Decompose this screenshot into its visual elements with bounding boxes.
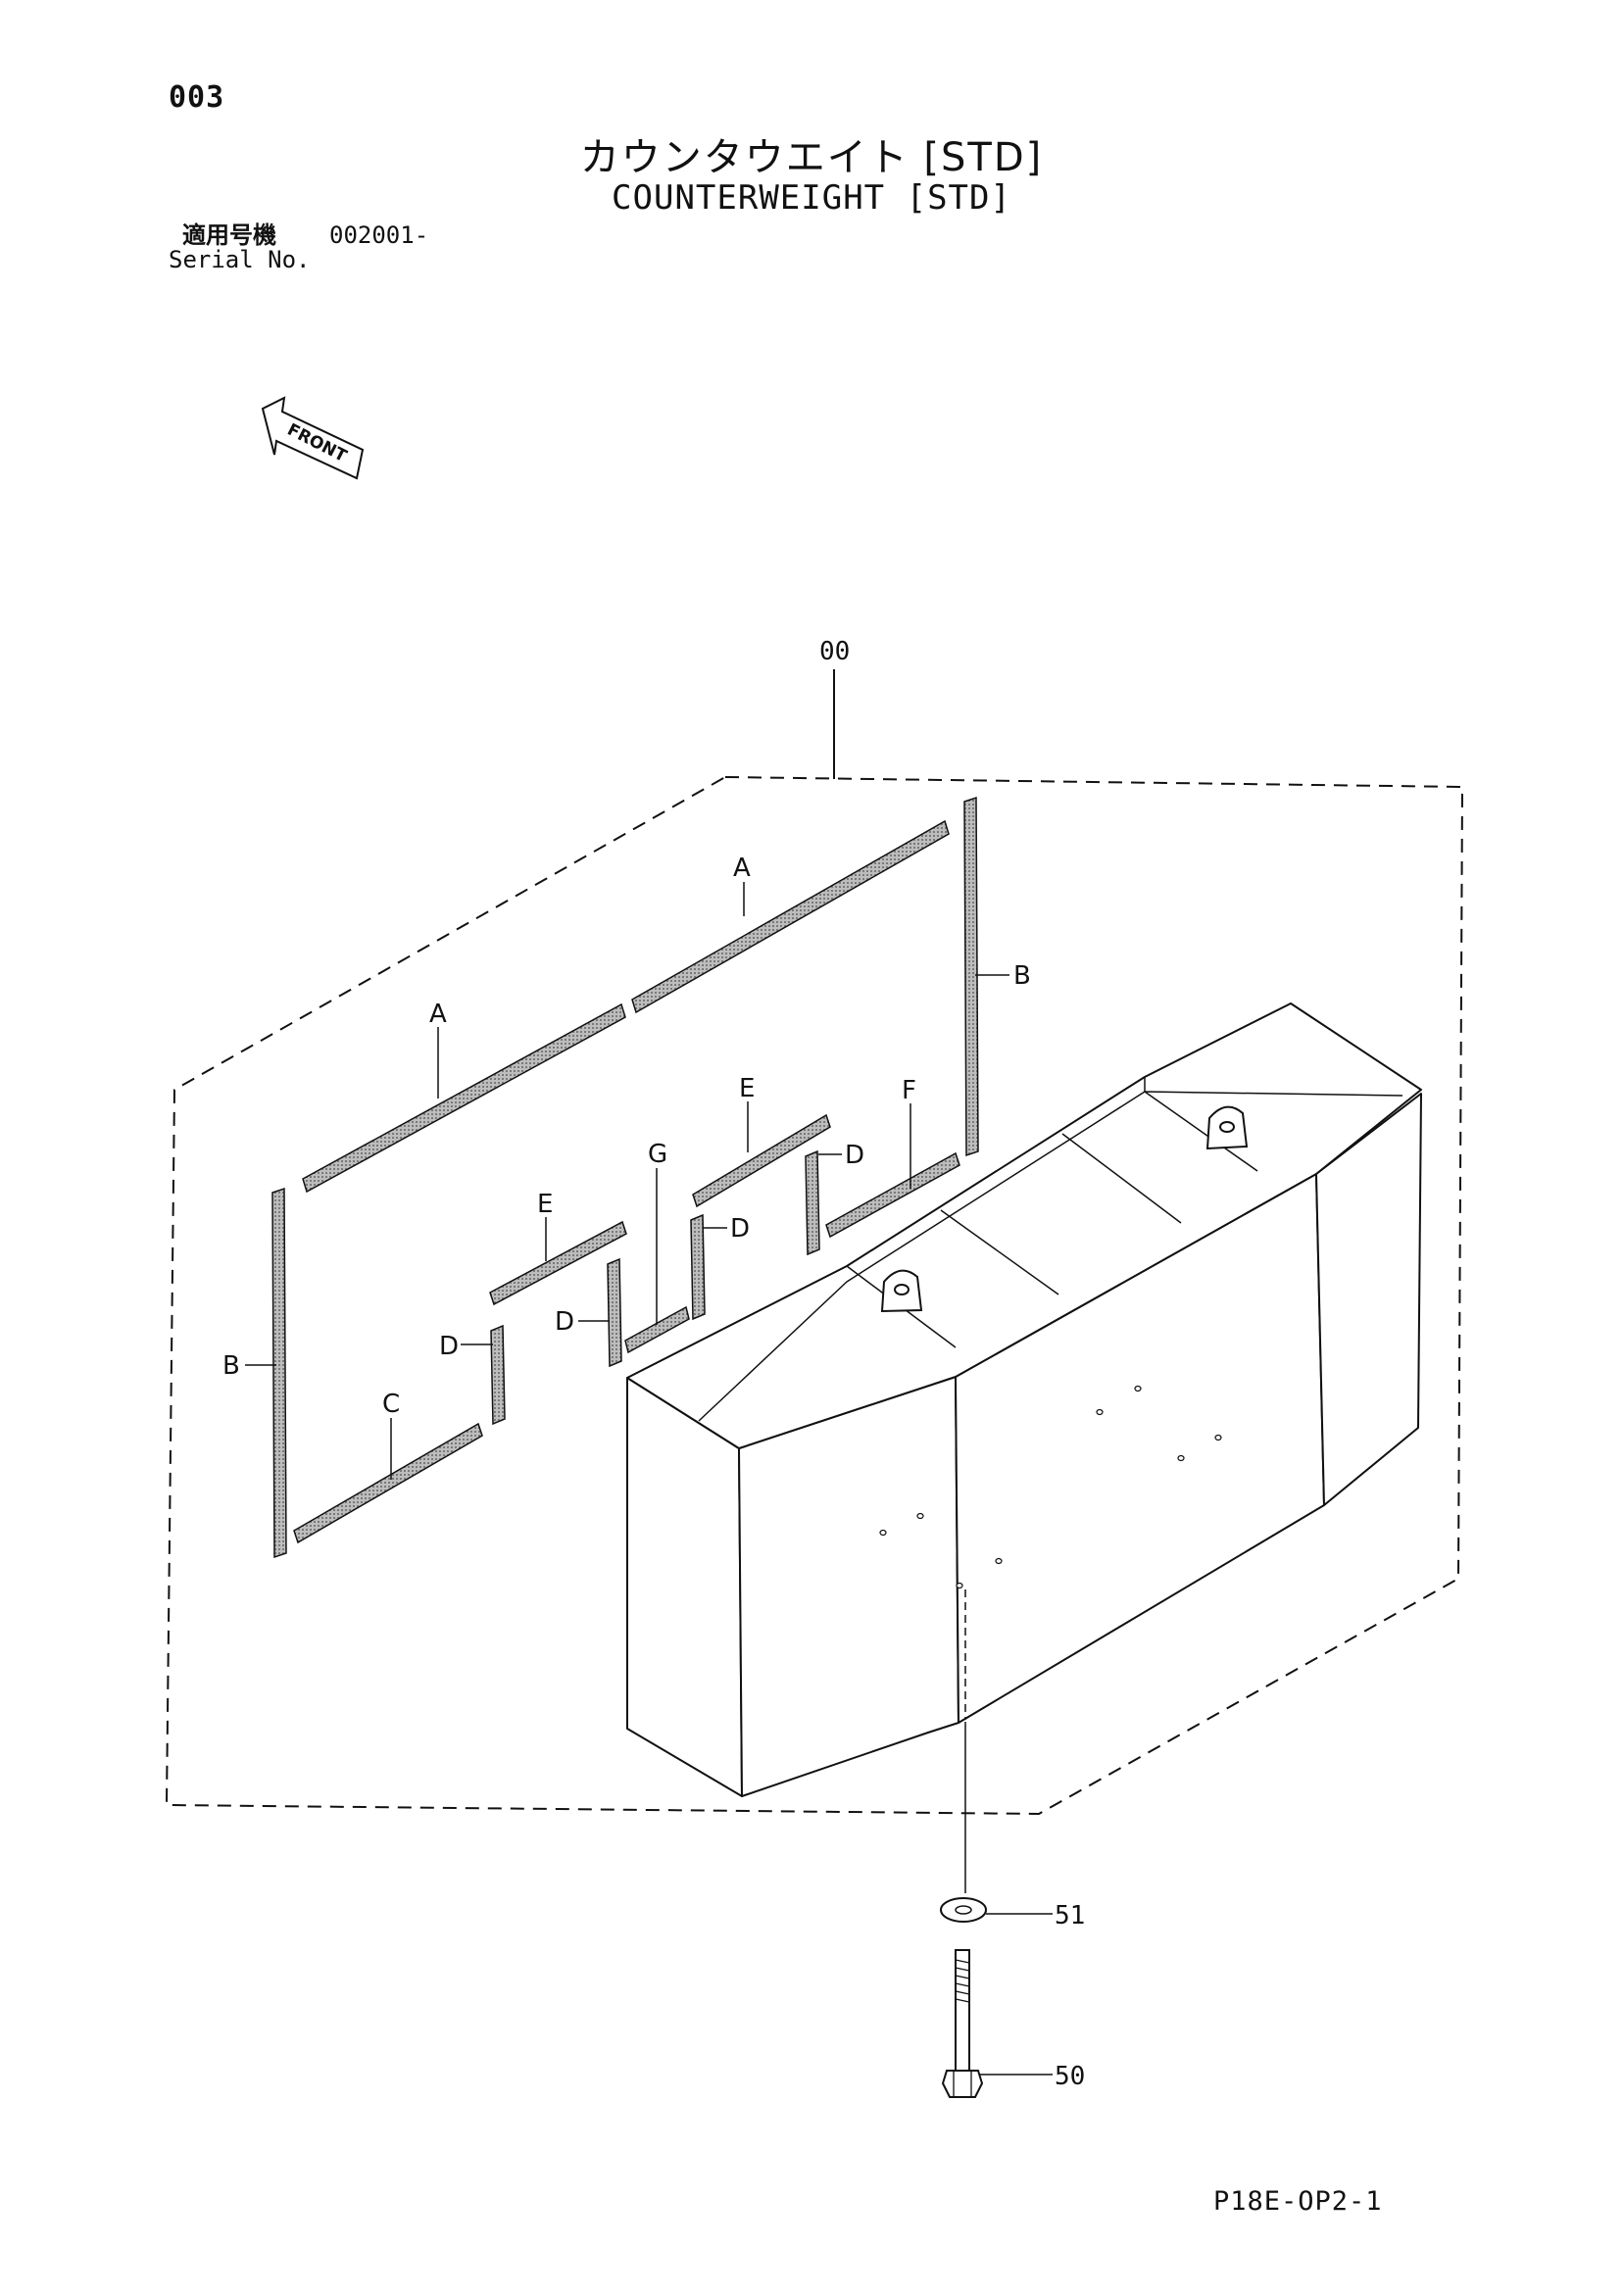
callout-e-1: E xyxy=(537,1190,553,1219)
title-japanese: カウンタウエイト [STD] xyxy=(579,135,1044,180)
seal-f xyxy=(825,1151,960,1239)
serial-label-jp: 適用号機 xyxy=(182,221,276,249)
cw-top-seam-4 xyxy=(1144,1091,1258,1172)
callout-e-2: E xyxy=(739,1074,755,1103)
callout-bolt: 50 xyxy=(1055,2062,1085,2091)
cw-top-rim xyxy=(698,1091,1403,1422)
callout-g: G xyxy=(648,1140,667,1169)
seal-callouts: A A B B C D D D D E E G F xyxy=(222,854,1031,1480)
callout-a-right: A xyxy=(733,854,751,883)
serial-info: 適用号機 002001- Serial No. xyxy=(169,223,428,272)
callout-b-right: B xyxy=(1013,961,1031,991)
seal-d-2 xyxy=(607,1257,622,1368)
assembly-boundary xyxy=(165,775,1464,1816)
seal-e-1 xyxy=(489,1220,627,1306)
seal-d-1 xyxy=(490,1324,506,1426)
callout-a-left: A xyxy=(429,1000,447,1029)
washer-icon xyxy=(940,1897,987,1923)
seal-d-4 xyxy=(805,1149,820,1256)
cw-top-seam-2 xyxy=(940,1209,1059,1295)
callout-assembly: 00 xyxy=(819,637,850,666)
counterweight-body xyxy=(626,1002,1422,1797)
seal-strips xyxy=(271,796,979,1559)
seal-b-left xyxy=(271,1187,287,1559)
serial-value: 002001- xyxy=(329,221,429,249)
callout-f: F xyxy=(902,1076,916,1105)
seal-b-right xyxy=(963,796,979,1157)
seal-a-right xyxy=(631,819,950,1014)
serial-label-en: Serial No. xyxy=(169,246,311,273)
page-number: 003 xyxy=(169,80,225,115)
seal-d-3 xyxy=(690,1213,706,1321)
seal-c xyxy=(293,1422,483,1544)
callout-c: C xyxy=(382,1390,400,1419)
seal-e-2 xyxy=(692,1113,831,1208)
seal-g xyxy=(624,1305,690,1354)
callout-d-1: D xyxy=(439,1332,459,1361)
cw-front-mid-face xyxy=(738,1376,959,1797)
serial-row-jp: 適用号機 002001- xyxy=(169,223,428,248)
front-arrow-icon: FRONT xyxy=(261,396,365,480)
callout-b-left: B xyxy=(222,1351,240,1381)
callout-d-3: D xyxy=(730,1214,750,1244)
bolt-icon xyxy=(941,1949,984,2098)
page-code: P18E-OP2-1 xyxy=(1213,2186,1383,2217)
callout-washer: 51 xyxy=(1055,1901,1085,1930)
callout-d-2: D xyxy=(555,1307,574,1337)
bolt-holes xyxy=(879,1385,1222,1589)
cw-front-left-face xyxy=(626,1377,743,1797)
title-english: COUNTERWEIGHT [STD] xyxy=(612,178,1011,218)
cw-top-seam-3 xyxy=(1061,1133,1182,1224)
callout-d-4: D xyxy=(845,1141,864,1170)
seal-a-left xyxy=(302,1002,626,1194)
cw-right-end-face xyxy=(1315,1093,1422,1506)
lifting-eye-icon xyxy=(880,1105,1249,1313)
